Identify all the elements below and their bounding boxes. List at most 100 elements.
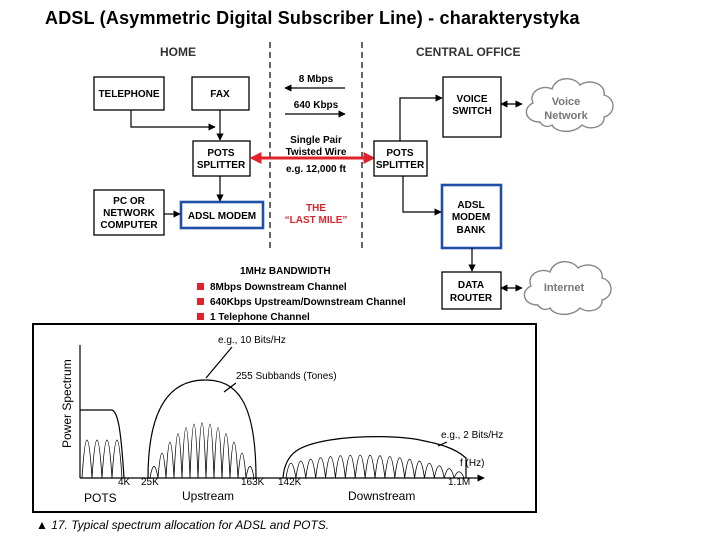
svg-text:SWITCH: SWITCH: [452, 106, 491, 117]
subband-arch: [165, 441, 175, 479]
subband-arch: [189, 423, 199, 479]
subband-arch: [315, 457, 326, 479]
svg-text:SPLITTER: SPLITTER: [376, 160, 425, 171]
subband-arch: [285, 462, 297, 479]
spectrum-ylabel: Power Spectrum: [60, 359, 74, 448]
subband-arch: [205, 423, 215, 479]
tick-1-1m: 1.1M: [448, 477, 470, 488]
band-label-pots: POTS: [84, 491, 117, 505]
link-desc-2: Twisted Wire: [286, 147, 347, 158]
downstream-band: [282, 436, 467, 479]
subband-arch: [433, 465, 445, 479]
annotation-subbands: 255 Subbands (Tones): [236, 371, 337, 382]
pots-splitter-office-box: POTS SPLITTER: [373, 140, 428, 177]
svg-text:COMPUTER: COMPUTER: [100, 220, 158, 231]
svg-text:DATA: DATA: [458, 280, 484, 291]
legend-item-3: 1 Telephone Channel: [210, 312, 310, 323]
upstream-rate: 640 Kbps: [294, 100, 339, 111]
link-desc-1: Single Pair: [290, 135, 342, 146]
legend-marker-1: [197, 283, 204, 290]
subband-arch: [364, 455, 376, 479]
subband-arch: [335, 455, 346, 479]
last-mile-1: THE: [306, 203, 326, 214]
tick-163k: 163K: [241, 477, 265, 488]
subband-arch: [404, 458, 415, 479]
legend-marker-3: [197, 313, 204, 320]
downstream-rate: 8 Mbps: [299, 74, 334, 85]
link-desc-3: e.g. 12,000 ft: [286, 164, 347, 175]
tick-4k: 4K: [118, 477, 131, 488]
svg-text:MODEM: MODEM: [452, 212, 490, 223]
legend-item-2: 640Kbps Upstream/Downstream Channel: [210, 297, 406, 308]
voice-switch-box: VOICE SWITCH: [442, 76, 502, 138]
subband-arch: [394, 457, 406, 479]
subband-arch: [181, 427, 191, 479]
svg-text:VOICE: VOICE: [456, 94, 487, 105]
svg-text:ADSL MODEM: ADSL MODEM: [188, 211, 256, 222]
subband-arch: [344, 455, 356, 479]
svg-text:PC OR: PC OR: [113, 196, 145, 207]
pc-network-computer-box: PC OR NETWORK COMPUTER: [93, 189, 165, 236]
svg-text:ROUTER: ROUTER: [450, 293, 493, 304]
subband-arch: [443, 468, 455, 479]
subband-arch: [237, 452, 247, 479]
subband-arch: [424, 462, 435, 479]
svg-text:POTS: POTS: [207, 148, 235, 159]
subband-arch: [81, 439, 93, 479]
subband-arch: [245, 466, 255, 479]
svg-text:ADSL: ADSL: [457, 200, 484, 211]
adsl-modem-bank-box: ADSL MODEM BANK: [440, 183, 503, 250]
band-label-upstream: Upstream: [182, 489, 234, 503]
subband-arch: [305, 458, 317, 479]
internet-cloud: Internet: [523, 261, 612, 316]
svg-text:Voice: Voice: [552, 96, 581, 108]
subband-arch: [374, 455, 386, 479]
tick-142k: 142K: [278, 477, 302, 488]
subband-arch: [173, 433, 183, 479]
subband-arch: [221, 433, 231, 479]
subband-arch: [229, 441, 239, 479]
voice-network-cloud: Voice Network: [525, 78, 614, 133]
subband-arch: [384, 456, 396, 479]
annotation-top: e.g., 10 Bits/Hz: [218, 335, 286, 346]
subband-arch: [197, 422, 207, 479]
subband-arch: [101, 439, 113, 479]
last-mile-2: “LAST MILE”: [285, 215, 348, 226]
data-router-box: DATA ROUTER: [441, 271, 502, 310]
home-header: HOME: [160, 45, 196, 59]
adsl-modem-box: ADSL MODEM: [179, 200, 265, 230]
axis-unit: f (Hz): [460, 458, 484, 469]
svg-text:SPLITTER: SPLITTER: [197, 160, 246, 171]
subband-arch: [91, 439, 103, 479]
legend-marker-2: [197, 298, 204, 305]
legend-item-1: 8Mbps Downstream Channel: [210, 282, 347, 293]
subband-arch: [354, 454, 366, 479]
subband-arch: [213, 427, 223, 479]
central-office-header: CENTRAL OFFICE: [416, 45, 520, 59]
subband-arch: [149, 466, 159, 479]
pots-band: [80, 409, 125, 479]
fax-box: FAX: [191, 76, 250, 111]
svg-text:Internet: Internet: [544, 282, 585, 294]
tick-25k: 25K: [141, 477, 159, 488]
annotation-right: e.g., 2 Bits/Hz: [441, 430, 503, 441]
band-label-downstream: Downstream: [348, 489, 415, 503]
subband-arch: [325, 456, 336, 479]
subband-arch: [295, 460, 307, 479]
slide-title: ADSL (Asymmetric Digital Subscriber Line…: [45, 8, 580, 28]
pots-splitter-home-box: POTS SPLITTER: [192, 140, 251, 177]
svg-text:Network: Network: [544, 110, 588, 122]
subband-arch: [453, 471, 465, 479]
telephone-box: TELEPHONE: [93, 76, 165, 111]
svg-text:BANK: BANK: [457, 225, 487, 236]
svg-text:NETWORK: NETWORK: [103, 208, 155, 219]
svg-text:FAX: FAX: [210, 89, 230, 100]
svg-text:POTS: POTS: [386, 148, 414, 159]
svg-text:TELEPHONE: TELEPHONE: [98, 89, 159, 100]
subband-arch: [414, 460, 425, 479]
figure-caption: ▲ 17. Typical spectrum allocation for AD…: [36, 518, 329, 532]
subband-arch: [111, 439, 123, 479]
upstream-band: [147, 379, 257, 479]
bandwidth-title: 1MHz BANDWIDTH: [240, 266, 331, 277]
